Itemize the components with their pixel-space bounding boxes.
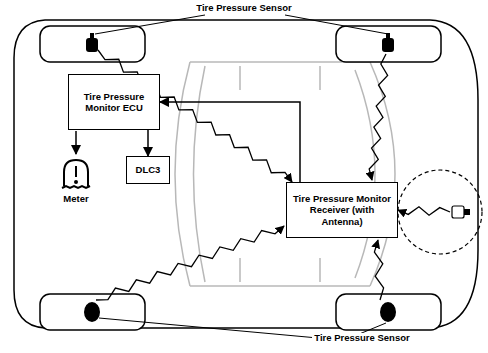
- part-label: Tire Pressure Sensor: [194, 3, 293, 14]
- component-box: DLC3: [126, 156, 170, 184]
- box-label: DLC3: [136, 164, 161, 175]
- signal-connector: [160, 102, 300, 182]
- component-box: Tire Pressure Monitor Receiver (with Ant…: [286, 182, 398, 238]
- box-label: Tire Pressure Monitor Receiver (with Ant…: [292, 193, 392, 227]
- part-label: Meter: [61, 194, 90, 205]
- spare-tire-sensor: [452, 206, 470, 218]
- radio-signal: [374, 240, 383, 300]
- signal-connector: [147, 130, 149, 156]
- vehicle-body: [14, 20, 478, 328]
- radio-signal: [398, 207, 450, 215]
- radio-signal: [369, 54, 387, 180]
- leader-line: [95, 15, 388, 338]
- warning-lamp-symbol: [62, 160, 90, 188]
- cabin-outline: [175, 62, 395, 286]
- radio-signal: [96, 226, 284, 300]
- signal-line: [75, 131, 77, 154]
- part-label: Tire Pressure Sensor: [312, 333, 411, 344]
- box-label: Tire Pressure Monitor ECU: [74, 91, 154, 114]
- spare-tire: [398, 170, 482, 254]
- component-box: Tire Pressure Monitor ECU: [68, 74, 160, 130]
- wheel: [40, 26, 441, 330]
